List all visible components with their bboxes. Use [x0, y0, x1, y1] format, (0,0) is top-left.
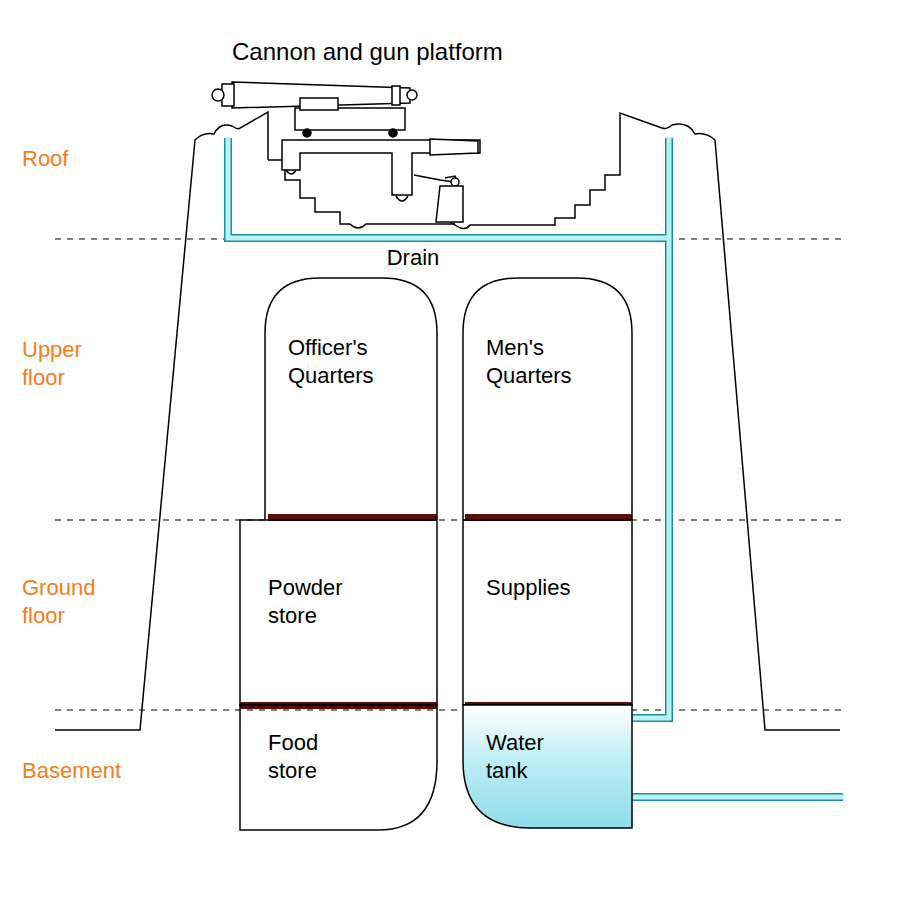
storage-room: Supplies [463, 520, 632, 705]
storage-room: Food store [240, 705, 437, 830]
floor-divider [55, 239, 842, 710]
floor-label: Upper floor [22, 336, 110, 392]
room-label: Water tank [486, 729, 584, 785]
tower-wall [450, 113, 840, 730]
tower-wall [55, 112, 268, 730]
room-outline [463, 278, 632, 520]
floor-label: Basement [22, 757, 142, 785]
room-label: Supplies [486, 574, 584, 602]
water-tank: Water tank [463, 705, 632, 828]
room-label: Powder store [268, 574, 366, 630]
room-label: Men's Quarters [486, 334, 584, 390]
roof-floor [268, 160, 455, 228]
drain-pipe [228, 137, 844, 797]
floor-label: Roof [22, 145, 112, 173]
floor-label: Ground floor [22, 574, 110, 630]
storage-room: Powder store [240, 520, 437, 705]
room-outline [240, 520, 437, 705]
quarters-room: Men's Quarters [463, 278, 632, 520]
quarters-room: Officer's Quarters [265, 278, 437, 520]
room-label: Officer's Quarters [288, 334, 386, 390]
room-outline [463, 278, 632, 520]
illustration-title: Cannon and gun platform [232, 38, 552, 66]
room-outline [463, 520, 632, 705]
room-outline [463, 705, 632, 828]
cannon [212, 82, 480, 222]
room-outline [240, 705, 437, 830]
floor-beam [240, 514, 632, 709]
room-outline [265, 278, 437, 520]
room-label: Food store [268, 729, 366, 785]
part-label: Drain [368, 244, 458, 272]
room-outline [463, 520, 632, 705]
room-outline [265, 278, 437, 520]
